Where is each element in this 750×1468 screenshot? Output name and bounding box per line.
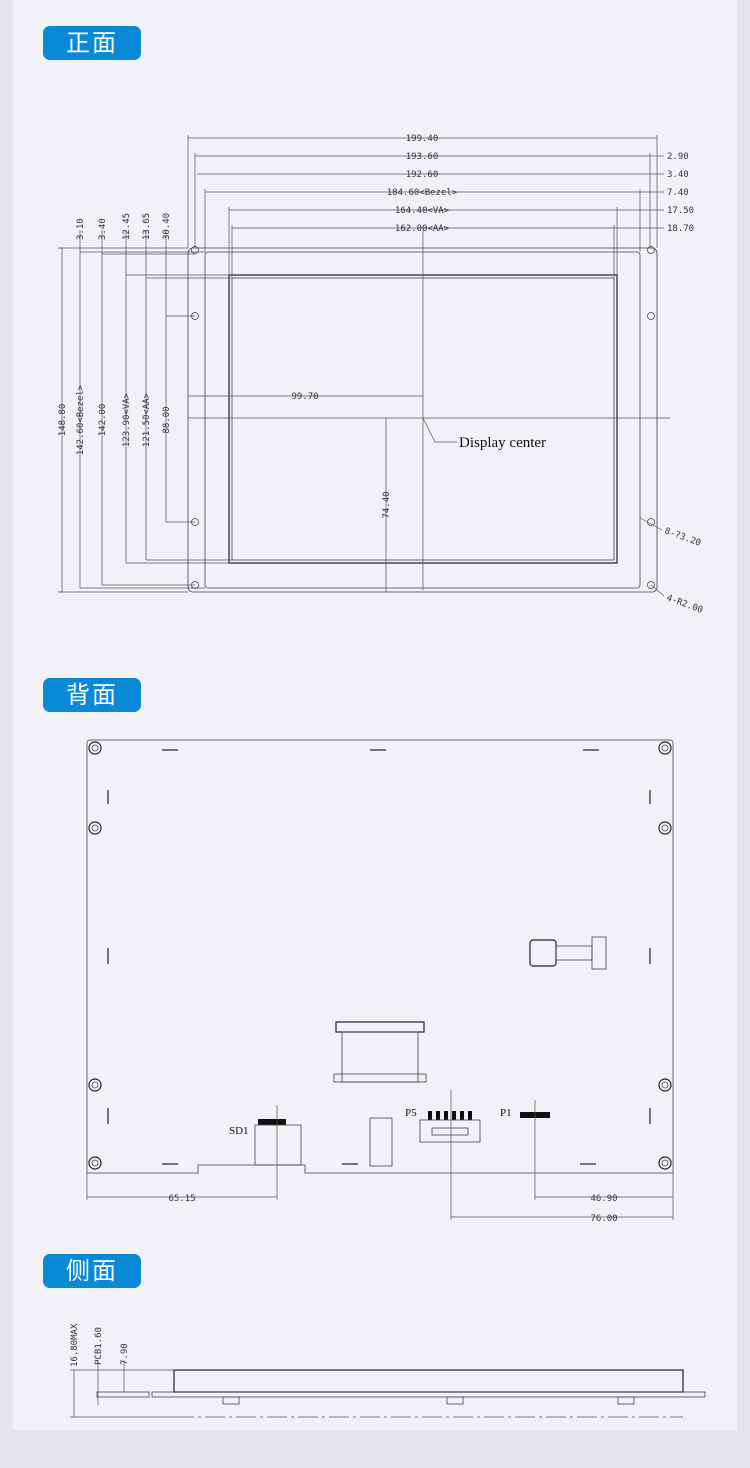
connector-label-sd1: SD1 bbox=[229, 1125, 249, 1137]
dim-label: 192.60 bbox=[406, 170, 439, 180]
dim-label: 142.60<Bezel> bbox=[76, 384, 86, 455]
dim-label: 162.00<AA> bbox=[395, 224, 450, 234]
side-view: 16.80MAX PCB1.60 7.90 bbox=[70, 1323, 706, 1418]
dim-label: 142.00 bbox=[98, 404, 108, 437]
dim-label: 184.60<Bezel> bbox=[387, 188, 458, 198]
dim-label: 18.70 bbox=[667, 224, 694, 234]
connector-label-p5: P5 bbox=[405, 1107, 417, 1119]
holes-note: 8-?3.20 bbox=[663, 526, 702, 548]
display-center-label: Display center bbox=[459, 435, 546, 451]
front-view: 199.40 193.60 192.60 184.60<Bezel> 164.4… bbox=[58, 134, 704, 616]
dim-label: 193.60 bbox=[406, 152, 439, 162]
dim-label: PCB1.60 bbox=[94, 1327, 104, 1365]
dim-label: 3.40 bbox=[667, 170, 689, 180]
dim-label: 74.40 bbox=[382, 491, 392, 518]
pcb-outline bbox=[86, 739, 674, 1174]
dim-label: 121.50<AA> bbox=[142, 392, 152, 447]
dim-label: 88.00 bbox=[162, 406, 172, 433]
dim-label: 3.10 bbox=[76, 218, 86, 240]
p5-connector bbox=[419, 1111, 481, 1143]
dim-label: 12.45 bbox=[122, 213, 132, 240]
drawing-panel bbox=[13, 0, 737, 1430]
dim-label: 99.70 bbox=[291, 392, 318, 402]
dim-label: 30.40 bbox=[162, 213, 172, 240]
dim-label: 3.40 bbox=[98, 218, 108, 240]
dim-label: 7.40 bbox=[667, 188, 689, 198]
dim-label: 123.90<VA> bbox=[122, 392, 132, 447]
dim-label: 7.90 bbox=[120, 1343, 130, 1365]
radius-note: 4-R2.00 bbox=[665, 593, 704, 615]
ribbon-connector bbox=[369, 1117, 393, 1167]
lcd-module-side bbox=[173, 1369, 684, 1393]
back-mount-holes bbox=[88, 741, 672, 1170]
dim-label: 76.00 bbox=[590, 1214, 617, 1224]
pcb-side bbox=[151, 1391, 706, 1398]
dim-label: 164.40<VA> bbox=[395, 206, 450, 216]
clips bbox=[107, 749, 651, 1165]
bezel bbox=[204, 251, 641, 589]
dim-label: 65.15 bbox=[168, 1194, 195, 1204]
dim-label: 2.90 bbox=[667, 152, 689, 162]
dim-label: 13.65 bbox=[142, 213, 152, 240]
outer-frame bbox=[187, 247, 658, 593]
dim-label: 148.80 bbox=[58, 404, 68, 437]
dim-label: 16.80MAX bbox=[70, 1323, 80, 1367]
section-badge-back: 背面 bbox=[43, 678, 141, 712]
left-dimension-labels: 148.80 142.60<Bezel> 142.00 123.90<VA> 1… bbox=[58, 213, 704, 616]
fpc-connector bbox=[333, 1021, 427, 1083]
sd-slot bbox=[254, 1119, 302, 1166]
back-view: SD1 P5 P1 65.15 46.90 76.00 bbox=[86, 739, 674, 1224]
top-dimension-labels: 199.40 193.60 192.60 184.60<Bezel> 164.4… bbox=[387, 134, 694, 234]
dim-label: 199.40 bbox=[406, 134, 439, 144]
section-badge-front: 正面 bbox=[43, 26, 141, 60]
connector-label-p1: P1 bbox=[500, 1107, 512, 1119]
dim-label: 17.50 bbox=[667, 206, 694, 216]
section-badge-side: 侧面 bbox=[43, 1254, 141, 1288]
dim-label: 46.90 bbox=[590, 1194, 617, 1204]
battery-component bbox=[529, 936, 607, 970]
